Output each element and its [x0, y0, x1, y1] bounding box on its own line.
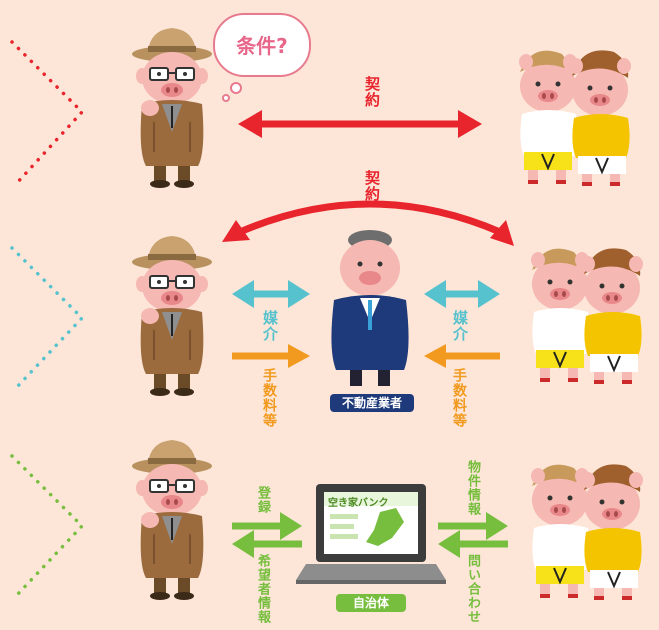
bubble-text: 条件?	[236, 34, 288, 58]
owner-character-row1	[131, 27, 213, 189]
buyer-couple-row1	[518, 49, 632, 188]
mediation-arrow-right	[424, 280, 500, 308]
inquiry-arrow	[438, 530, 508, 558]
contract-label-row2: 契約	[363, 170, 381, 202]
row1-chevron	[10, 40, 85, 186]
owner-character-row2	[131, 235, 213, 397]
speech-bubble	[213, 13, 311, 102]
register-label: 登録	[255, 486, 270, 514]
row2-chevron	[10, 246, 85, 390]
fee-label-right: 手数料等	[451, 368, 467, 428]
owner-character-row3	[131, 439, 213, 601]
laptop-screen-title: 空き家バンク	[328, 498, 389, 509]
municipality-tag: 自治体	[336, 594, 406, 612]
contract-label-row1: 契約	[363, 76, 381, 108]
agent-character	[331, 230, 409, 386]
mediation-label-right: 媒介	[451, 310, 469, 342]
fee-label-left: 手数料等	[261, 368, 277, 428]
register-arrow	[232, 512, 302, 540]
fee-arrow-left	[232, 344, 310, 368]
buyer-couple-row3	[530, 463, 644, 601]
property-info-arrow	[438, 512, 508, 540]
contract-arrow-row1	[238, 110, 482, 138]
mediation-label-left: 媒介	[261, 310, 279, 342]
fee-arrow-right	[424, 344, 500, 368]
property-info-label: 物件情報	[465, 460, 480, 516]
applicant-info-arrow	[232, 530, 302, 558]
mediation-arrow-left	[232, 280, 310, 308]
laptop-icon	[296, 484, 446, 584]
contract-arc-row2	[222, 200, 514, 246]
row3-chevron	[10, 454, 85, 598]
applicant-info-label: 希望者情報	[255, 554, 270, 624]
agent-tag: 不動産業者	[330, 394, 414, 412]
inquiry-label: 問い合わせ	[465, 554, 480, 624]
buyer-couple-row2	[530, 247, 644, 385]
